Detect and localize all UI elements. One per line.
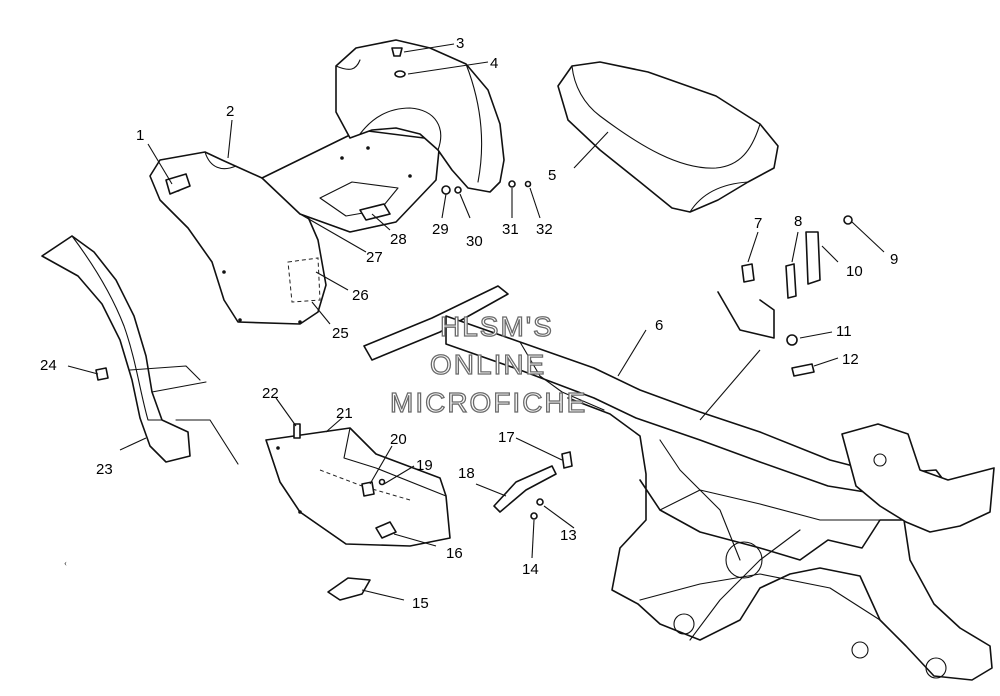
part-32-washer bbox=[524, 180, 532, 188]
part-12-pin bbox=[791, 363, 815, 377]
callout-3: 3 bbox=[456, 35, 464, 52]
part-3-screw bbox=[391, 47, 403, 57]
frame bbox=[363, 285, 995, 681]
callout-13: 13 bbox=[560, 527, 577, 544]
callout-31: 31 bbox=[502, 221, 519, 238]
watermark-line-2: ONLINE bbox=[430, 349, 546, 380]
callout-28: 28 bbox=[390, 231, 407, 248]
callout-numbers: 1 2 3 4 5 6 7 8 9 10 11 12 13 14 15 16 1… bbox=[40, 35, 898, 612]
callout-17: 17 bbox=[498, 429, 515, 446]
callout-5: 5 bbox=[548, 167, 556, 184]
callout-12: 12 bbox=[842, 351, 859, 368]
watermark-line-3: MICROFICHE bbox=[390, 387, 587, 418]
callout-14: 14 bbox=[522, 561, 539, 578]
callout-23: 23 bbox=[96, 461, 113, 478]
part-20-clip bbox=[361, 481, 375, 497]
watermark-line-1: HLSM'S bbox=[440, 311, 554, 342]
part-10-bracket bbox=[717, 291, 775, 339]
callout-26: 26 bbox=[352, 287, 369, 304]
part-19-screw bbox=[378, 478, 386, 486]
callout-21: 21 bbox=[336, 405, 353, 422]
callout-18: 18 bbox=[458, 465, 475, 482]
part-30-washer bbox=[454, 186, 462, 194]
part-8-bolt bbox=[785, 263, 797, 299]
callout-30: 30 bbox=[466, 233, 483, 250]
part-1-clip bbox=[165, 173, 191, 195]
part-16-clip bbox=[375, 521, 397, 539]
part-17-bolt bbox=[561, 451, 573, 469]
part-4-washer bbox=[394, 70, 406, 78]
part-15-bracket bbox=[327, 577, 371, 601]
fender-flare bbox=[41, 235, 239, 465]
part-13-washer bbox=[536, 498, 544, 506]
part-31-nut bbox=[508, 180, 516, 188]
callout-25: 25 bbox=[332, 325, 349, 342]
hardware bbox=[95, 47, 853, 601]
callout-22: 22 bbox=[262, 385, 279, 402]
watermark: HLSM'S ONLINE MICROFICHE bbox=[389, 310, 587, 418]
callout-6: 6 bbox=[655, 317, 663, 334]
callout-11: 11 bbox=[836, 323, 852, 340]
callout-2: 2 bbox=[226, 103, 234, 120]
stray-mark: ‹ bbox=[64, 558, 67, 568]
part-7-grommet bbox=[741, 263, 755, 283]
part-22-screw bbox=[293, 423, 301, 439]
callout-8: 8 bbox=[794, 213, 802, 230]
callout-9: 9 bbox=[890, 251, 898, 268]
callout-24: 24 bbox=[40, 357, 57, 374]
part-29-nut bbox=[441, 185, 451, 195]
callout-1: 1 bbox=[136, 127, 144, 144]
seat bbox=[557, 61, 779, 213]
leader-lines bbox=[67, 43, 885, 601]
callout-20: 20 bbox=[390, 431, 407, 448]
callout-7: 7 bbox=[754, 215, 762, 232]
part-11-nut bbox=[786, 334, 798, 346]
storage-box bbox=[261, 129, 441, 233]
callout-4: 4 bbox=[490, 55, 498, 72]
callout-10: 10 bbox=[846, 263, 863, 280]
part-10-tube bbox=[805, 231, 821, 285]
callout-16: 16 bbox=[446, 545, 463, 562]
callout-32: 32 bbox=[536, 221, 553, 238]
part-24-clip bbox=[95, 367, 109, 381]
part-18-strap bbox=[493, 465, 557, 513]
callout-19: 19 bbox=[416, 457, 433, 474]
callout-15: 15 bbox=[412, 595, 429, 612]
footrest-rail bbox=[265, 427, 451, 547]
callout-29: 29 bbox=[432, 221, 449, 238]
callout-27: 27 bbox=[366, 249, 383, 266]
part-14-nut bbox=[530, 512, 538, 520]
part-9-cap bbox=[843, 215, 853, 225]
